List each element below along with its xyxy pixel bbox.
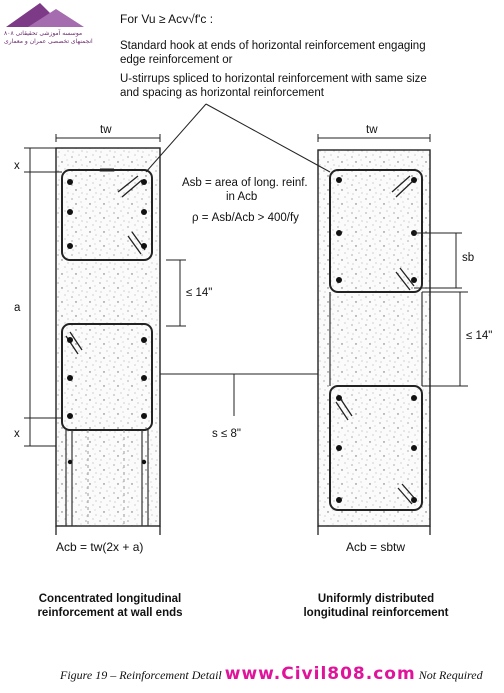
left-area-formula: Acb = tw(2x + a) bbox=[56, 540, 144, 554]
right-wall-section bbox=[317, 149, 431, 535]
logo-caption-line-1: موسسه آموزشی تحقیقاتی ۸۰۸ bbox=[4, 30, 83, 37]
note-leaders bbox=[145, 103, 331, 416]
asb-definition-line-2: in Acb bbox=[226, 191, 258, 203]
left-tw-label: tw bbox=[100, 124, 112, 136]
note-line-2: edge reinforcement or bbox=[120, 54, 233, 66]
figure-caption-end: Not Required bbox=[418, 668, 483, 682]
left-spacing-label: ≤ 14" bbox=[186, 287, 213, 299]
logo-caption-line-2: انجمنهای تخصصی عمران و معماری bbox=[4, 38, 93, 45]
right-sb-label: sb bbox=[462, 252, 475, 264]
left-wall-section bbox=[55, 147, 161, 535]
note-line-4: and spacing as horizontal reinforcement bbox=[120, 87, 324, 99]
logo-icon bbox=[6, 3, 84, 27]
right-description-line-2: longitudinal reinforcement bbox=[303, 607, 449, 619]
note-line-1: Standard hook at ends of horizontal rein… bbox=[120, 40, 426, 52]
left-description-line-2: reinforcement at wall ends bbox=[37, 607, 183, 619]
rho-equation: ρ = Asb/Acb > 400/fy bbox=[192, 212, 299, 224]
left-x-bottom-label: x bbox=[14, 428, 20, 440]
right-spacing-label: ≤ 14" bbox=[466, 330, 493, 342]
figure-caption: Figure 19 – Reinforcement Detail www.Civ… bbox=[60, 664, 483, 684]
watermark-text: www.Civil808.com bbox=[224, 664, 416, 684]
vertical-spacing-label: s ≤ 8" bbox=[212, 428, 241, 440]
right-dimensions bbox=[317, 134, 468, 387]
left-description-line-1: Concentrated longitudinal bbox=[38, 593, 182, 605]
note-line-3: U-stirrups spliced to horizontal reinfor… bbox=[120, 73, 427, 85]
asb-definition-line-1: Asb = area of long. reinf. bbox=[182, 177, 308, 189]
left-dimensions bbox=[24, 134, 186, 447]
figure-caption-start: Figure 19 – Reinforcement Detail bbox=[60, 668, 222, 682]
condition-heading: For Vu ≥ Acv√f'c : bbox=[120, 12, 214, 26]
right-description-line-1: Uniformly distributed bbox=[317, 593, 435, 605]
right-tw-label: tw bbox=[366, 124, 378, 136]
left-x-top-label: x bbox=[14, 160, 20, 172]
left-a-label: a bbox=[14, 302, 21, 314]
right-area-formula: Acb = sbtw bbox=[346, 540, 406, 554]
